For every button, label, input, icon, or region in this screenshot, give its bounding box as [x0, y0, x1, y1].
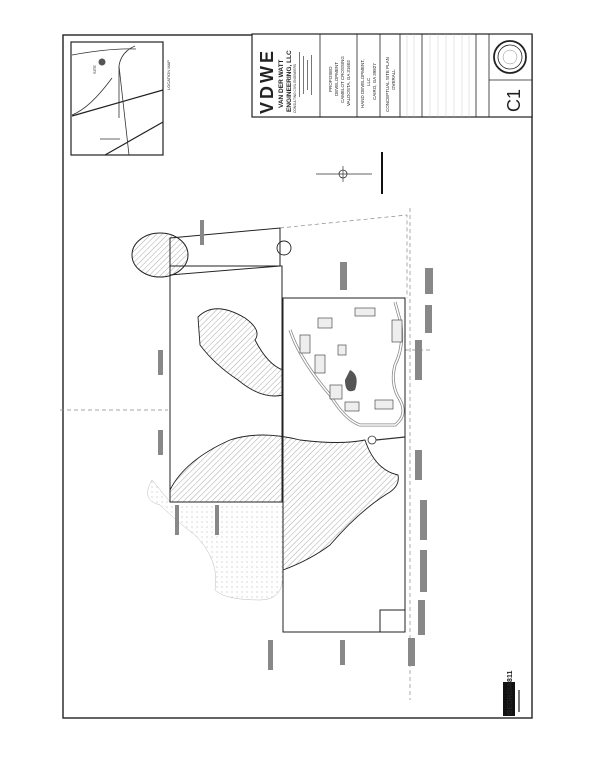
annotation-notes	[158, 220, 433, 670]
parcels	[169, 227, 406, 633]
project-line-2: DEVELOPMENT	[334, 62, 339, 96]
owner-line-3: CAIRO, GA 39827	[372, 63, 377, 100]
georgia811-logo: GEORGIA811	[503, 671, 520, 716]
wetland-areas	[131, 232, 399, 601]
development-layout	[288, 301, 406, 445]
owner-line-2: LLC	[366, 77, 371, 86]
project-line-4: VALDOSTA, GA 31602	[346, 60, 351, 106]
firm-logo: VDWE	[257, 48, 277, 114]
sheet-title-line-1: CONCEPTUAL SITE PLAN	[385, 57, 390, 112]
sheet-number: C1	[504, 89, 524, 112]
firm-name-2: ENGINEERING, LLC	[286, 50, 293, 112]
title-block: VDWE VAN DER WATT ENGINEERING, LLC CONSU…	[251, 33, 533, 118]
property-boundary	[60, 208, 430, 700]
svg-text:GEORGIA811: GEORGIA811	[507, 671, 514, 715]
engineer-seal	[493, 40, 527, 74]
site-label: SITE	[92, 65, 97, 74]
firm-tagline: CONSULTING CIVIL ENGINEERS	[293, 64, 297, 113]
site-marker-icon	[98, 58, 106, 66]
project-line-1: PROPOSED	[328, 66, 333, 92]
location-map-label: LOCATION MAP	[166, 60, 171, 90]
sheet-title-line-2: OVERALL	[391, 69, 396, 90]
firm-name: VAN DER WATT	[278, 59, 285, 108]
location-map: SITE LOCATION MAP	[70, 41, 171, 156]
project-line-3: CAMELOT CROSSING	[340, 56, 345, 103]
owner-line-1: HAND DEVELOPMENT,	[360, 59, 365, 108]
north-arrow-icon	[316, 166, 372, 182]
